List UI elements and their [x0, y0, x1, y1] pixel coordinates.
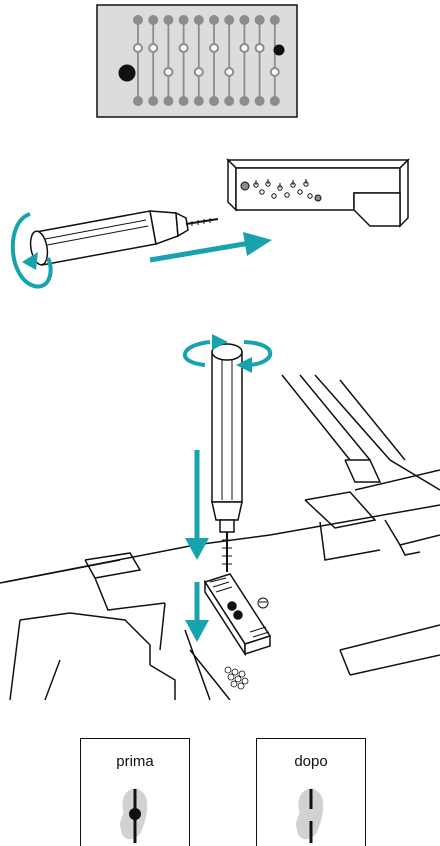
pin-grid — [133, 15, 280, 106]
rotate-arrow-icon — [182, 340, 273, 367]
pin-ring — [254, 43, 265, 53]
after-label: dopo — [294, 753, 328, 770]
screwdriver-insert-panel — [0, 140, 440, 300]
pin-ring — [224, 67, 235, 77]
before-after-panel: prima dopo — [0, 720, 440, 846]
pin-ring — [163, 67, 174, 77]
after-symbol — [295, 788, 324, 843]
before-label: prima — [116, 753, 154, 770]
pin-ring — [193, 67, 204, 77]
feed-dog-pattern — [224, 666, 249, 690]
adjust-diagram — [0, 334, 440, 700]
hole-right — [273, 44, 285, 56]
screwdriver-icon — [211, 343, 243, 572]
before-symbol — [119, 788, 148, 843]
pin-ring — [239, 43, 250, 53]
machine-outline — [0, 374, 440, 700]
rotate-arrow-head — [22, 252, 38, 270]
insert-diagram — [10, 158, 410, 289]
adjuster-block — [203, 573, 272, 657]
large-hole-left — [118, 64, 136, 82]
pin-board-diagram — [96, 4, 298, 118]
pin-ring — [209, 43, 219, 53]
pin-ring — [148, 43, 159, 53]
direction-arrow-icon — [185, 450, 209, 642]
rotate-arrow-head-bottom — [236, 357, 252, 373]
direction-arrow-icon — [149, 232, 272, 263]
screwdriver-adjust-panel — [0, 320, 440, 700]
pin-ring — [178, 43, 189, 53]
connector-block — [226, 158, 410, 228]
hook-detail — [257, 597, 269, 609]
pin-ring — [133, 43, 143, 53]
rotate-arrow-icon — [10, 212, 53, 289]
pin-ring — [269, 67, 280, 77]
pin-board-panel — [0, 0, 440, 125]
rotate-arrow-head-top — [212, 334, 228, 350]
before-box: prima — [80, 738, 190, 846]
connector-sockets — [240, 179, 322, 202]
after-box: dopo — [256, 738, 366, 846]
screwdriver-icon — [29, 210, 219, 266]
